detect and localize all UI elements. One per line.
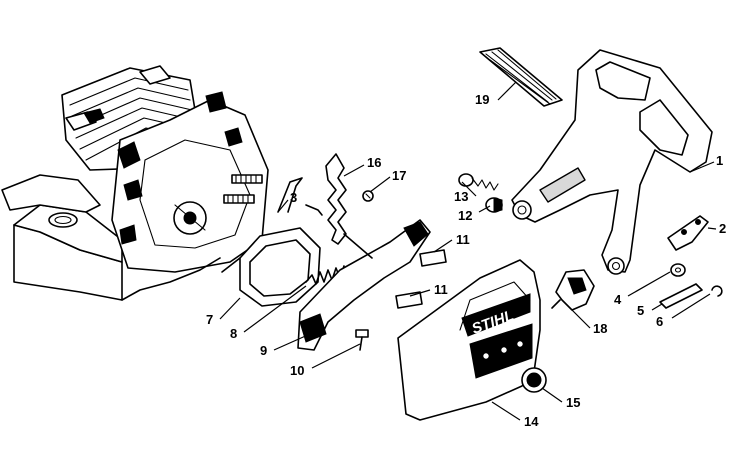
callout-3: 3 <box>290 190 297 205</box>
callout-11-lower: 11 <box>434 282 448 297</box>
callout-13: 13 <box>454 189 468 204</box>
callout-2: 2 <box>719 221 726 236</box>
callout-16: 16 <box>367 155 381 170</box>
callout-1: 1 <box>716 153 723 168</box>
part-12-spacer <box>485 197 503 213</box>
callout-8: 8 <box>230 326 237 341</box>
callout-11-upper: 11 <box>456 232 470 247</box>
part-5-link <box>659 283 703 309</box>
part-1-hand-guard <box>511 49 713 275</box>
callout-12: 12 <box>458 208 472 223</box>
part-13-bolt <box>458 173 499 191</box>
callout-9: 9 <box>260 343 267 358</box>
part-17-screw <box>362 190 374 202</box>
part-14-sprocket-cover: STIHL <box>397 259 541 421</box>
part-16-toothed-plate <box>325 153 373 259</box>
callout-10: 10 <box>290 363 304 378</box>
part-6-clip <box>711 285 723 297</box>
leader-lines <box>219 81 717 421</box>
part-7-brake-band <box>221 227 321 307</box>
part-11-slide-lower <box>395 291 423 309</box>
callout-19: 19 <box>475 92 489 107</box>
part-11-slide-upper <box>419 249 447 267</box>
callout-14: 14 <box>524 414 539 429</box>
callout-17: 17 <box>392 168 406 183</box>
callout-4: 4 <box>614 292 622 307</box>
part-4-washer <box>670 263 686 277</box>
callout-6: 6 <box>656 314 663 329</box>
part-9-brake-lever <box>297 219 431 351</box>
callout-5: 5 <box>637 303 644 318</box>
part-18-clip <box>551 269 595 311</box>
part-2-bracket <box>667 215 709 251</box>
part-19-guard-pad <box>479 47 563 107</box>
callout-7: 7 <box>206 312 213 327</box>
callout-18: 18 <box>593 321 607 336</box>
part-3-spring-clip <box>277 177 323 216</box>
part-15-nut <box>521 367 547 393</box>
part-10-screw <box>355 329 369 351</box>
engine-housing <box>1 65 269 301</box>
callout-labels: 1 2 3 4 5 6 7 8 9 10 11 11 12 13 14 15 1… <box>206 92 726 429</box>
callout-15: 15 <box>566 395 580 410</box>
